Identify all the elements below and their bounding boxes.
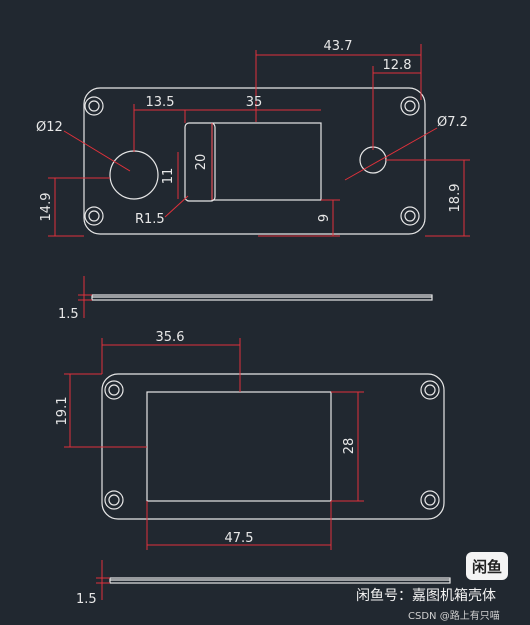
screen-window [211,122,322,201]
large-round-hole [109,150,159,200]
top-dimensions [48,44,470,237]
dim-12-8: 12.8 [383,58,412,73]
dim-19-1: 19.1 [55,397,70,426]
mount-hole [420,490,440,510]
dim-9: 9 [317,214,332,222]
dim-14-9: 14.9 [39,193,54,222]
dimension-labels: 43.7 12.8 13.5 35 Ø12 Ø7.2 20 11 14.9 R1… [36,39,468,607]
bottom-window [146,391,332,502]
dim-35-6: 35.6 [156,330,185,345]
screen-window-outer [184,122,216,202]
dim-43-7: 43.7 [324,39,353,54]
mount-hole [400,206,420,226]
mount-hole [420,380,440,400]
dim-1-5-top: 1.5 [58,307,79,322]
mount-hole [104,380,124,400]
dim-18-9: 18.9 [448,184,463,213]
dim-47-5: 47.5 [225,531,254,546]
dim-20: 20 [194,154,209,171]
mount-hole [84,96,104,116]
bottom-side-profile [96,560,451,600]
dim-r1-5: R1.5 [135,212,165,227]
dim-13-5: 13.5 [146,95,175,110]
watermark-shop-name: 闲鱼号：嘉图机箱壳体 [356,588,496,604]
top-plate-outline [83,87,426,235]
mount-hole [84,206,104,226]
dim-11: 11 [161,168,176,185]
bottom-plate-outline [101,373,445,520]
dim-dia12: Ø12 [36,120,63,135]
top-side-profile [78,276,433,318]
dim-1-5-bottom: 1.5 [76,592,97,607]
watermark-csdn: CSDN @路上有只喵 [408,611,500,622]
bottom-plate [101,373,445,520]
dim-28: 28 [342,438,357,455]
bottom-dimensions [64,338,364,550]
dim-35: 35 [246,95,263,110]
xianyu-logo: 闲鱼 [466,552,508,580]
mount-hole [400,96,420,116]
dim-dia7-2: Ø7.2 [437,115,468,130]
mount-hole [104,490,124,510]
